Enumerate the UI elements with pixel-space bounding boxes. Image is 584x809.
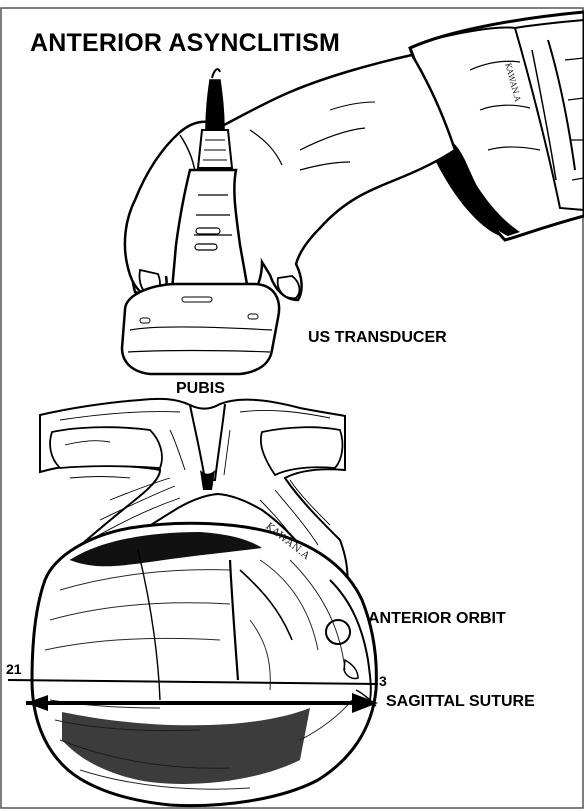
figure-title: ANTERIOR ASYNCLITISM [30, 31, 340, 56]
us-transducer-label: US TRANSDUCER [308, 330, 447, 346]
reference-line-left-number: 21 [6, 662, 22, 676]
anterior-orbit-label: ANTERIOR ORBIT [368, 611, 506, 627]
fetal-head [32, 523, 376, 805]
reference-line-right-number: 3 [379, 674, 387, 688]
sagittal-suture-label: SAGITTAL SUTURE [386, 694, 535, 710]
pubis-label: PUBIS [176, 381, 225, 397]
